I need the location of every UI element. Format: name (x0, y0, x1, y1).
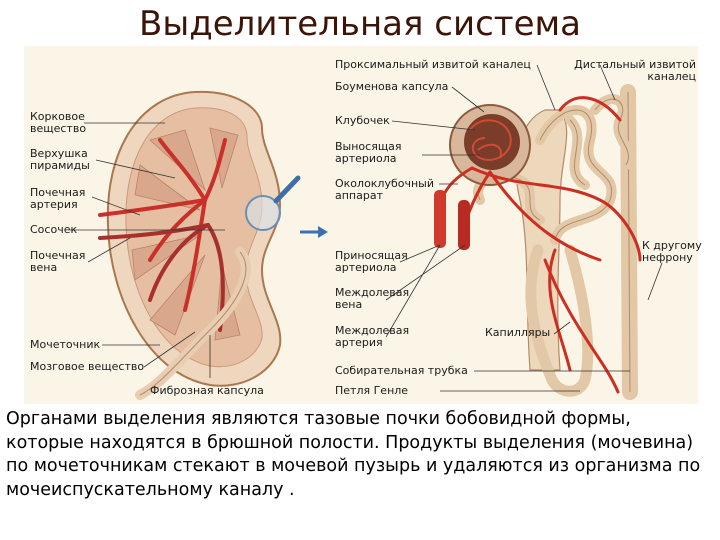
arrow-right-icon (300, 226, 328, 238)
kidney-illustration (98, 90, 282, 400)
label-glomerulus: Клубочек (335, 114, 390, 127)
label-henle-loop: Петля Генле (335, 384, 409, 397)
label-proximal-tubule: Проксимальный извитой каналец (335, 58, 531, 71)
label-papilla: Сосочек (30, 223, 78, 236)
leader-lines (70, 64, 663, 392)
label-medulla: Мозговое вещество (30, 360, 145, 373)
page-title: Выделительная система (139, 4, 581, 44)
label-ureter: Мочеточник (30, 338, 101, 351)
nephron-illustration (434, 84, 642, 400)
label-collecting-duct: Собирательная трубка (335, 364, 468, 377)
label-bowman-capsule: Боуменова капсула (335, 80, 449, 93)
caption-text: Органами выделения являются тазовые почк… (6, 409, 701, 500)
magnifier-icon (245, 175, 301, 231)
label-capillaries: Капилляры (485, 326, 551, 339)
label-fibrous-capsule: Фиброзная капсула (150, 384, 264, 397)
